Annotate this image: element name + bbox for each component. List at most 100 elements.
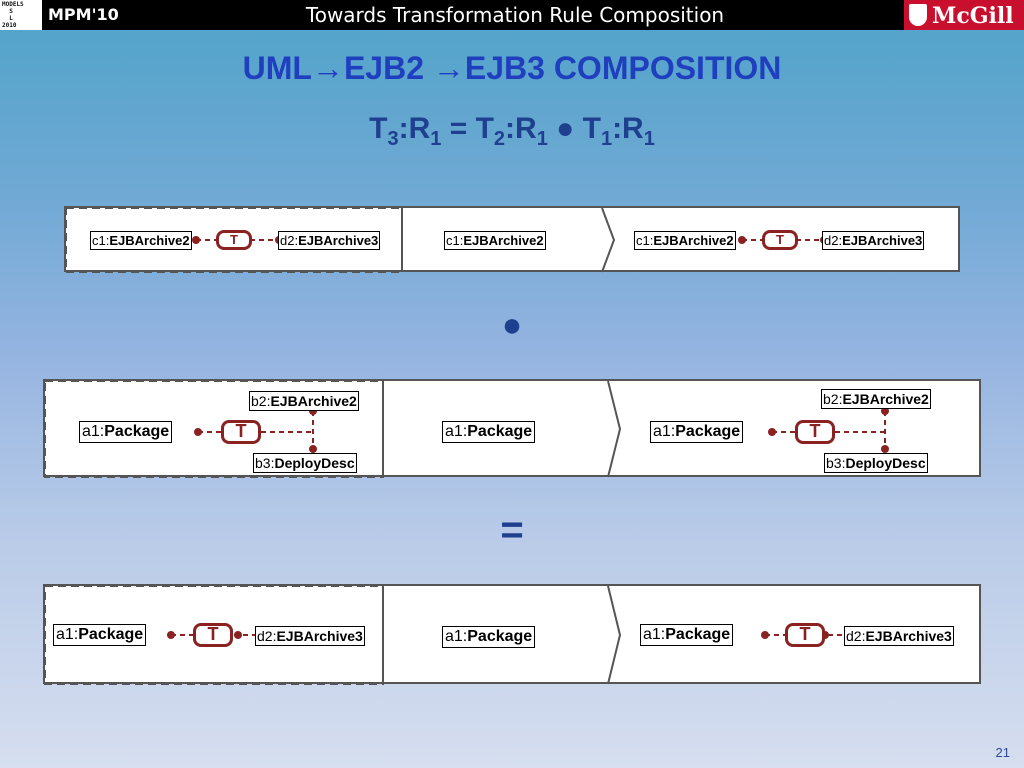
slide-title: UML→EJB2 →EJB3 COMPOSITION — [0, 50, 1024, 87]
formula-t2-sub: 2 — [493, 128, 506, 150]
node-type: EJBArchive3 — [298, 233, 379, 248]
formula-t3-sub: 3 — [387, 128, 399, 150]
rule-t3-rhs-arrow — [607, 585, 622, 685]
talk-topic: Towards Transformation Rule Composition — [305, 3, 725, 27]
rule-t3-rhs-link-end-a — [761, 631, 769, 639]
rule-t3-rhs-trace: T — [785, 623, 825, 647]
node-type: Package — [675, 423, 741, 440]
title-arrow2: → — [432, 50, 465, 86]
title-part3: EJB3 COMPOSITION — [464, 50, 782, 86]
rule-t1-lhs-node: a1:Package — [442, 421, 536, 443]
node-name: d2: — [824, 233, 843, 248]
mcgill-logo: McGill — [904, 0, 1024, 30]
header-bar: MODELS S L 2010 MPM'10 Towards Transform… — [0, 0, 1024, 30]
node-name: c1: — [446, 233, 464, 248]
rule-t2: c1:EJBArchive2 T d2:EJBArchive3 c1:EJBAr… — [64, 206, 960, 273]
composition-formula: T3:R1 = T2:R1 ● T1:R1 — [0, 112, 1024, 151]
rule-t3-rhs-right-node: d2:EJBArchive3 — [844, 626, 954, 646]
formula-r-c-sub: 1 — [643, 128, 655, 150]
node-type: EJBArchive2 — [270, 393, 357, 409]
node-name: b2: — [823, 391, 843, 407]
node-type: Package — [104, 423, 170, 440]
rule-t2-rhs-arrow — [601, 207, 616, 273]
node-type: EJBArchive3 — [865, 628, 952, 644]
node-type: Package — [665, 626, 731, 643]
rule-t3-nac-left-node: a1:Package — [53, 624, 147, 646]
formula-equals: = — [441, 112, 476, 145]
rule-t2-rhs-right-node: d2:EJBArchive3 — [822, 231, 925, 250]
node-type: EJBArchive2 — [653, 233, 734, 248]
rule-t1-nac-left-node: a1:Package — [79, 421, 173, 443]
node-name: c1: — [636, 233, 654, 248]
rule-t1-rhs-arrow — [607, 380, 622, 478]
node-name: d2: — [257, 628, 277, 644]
rule-t1-nac-top-node: b2:EJBArchive2 — [249, 391, 359, 411]
rule-t3-nac-trace: T — [193, 623, 233, 647]
rule-t2-nac-trace: T — [216, 230, 252, 250]
models-logo: MODELS S L 2010 — [0, 0, 42, 30]
node-name: d2: — [280, 233, 299, 248]
shield-icon — [909, 4, 927, 26]
formula-t2: T — [475, 112, 494, 145]
node-name: a1: — [445, 423, 468, 440]
rule-t3-lhs-node: a1:Package — [442, 626, 536, 648]
compose-operator: ● — [501, 306, 523, 344]
node-name: c1: — [92, 233, 110, 248]
rule-t3-frame — [44, 585, 845, 685]
formula-t1-sub: 1 — [600, 128, 613, 150]
rule-t1-rhs-end-bottom — [881, 445, 889, 453]
rule-t2-rhs-left-node: c1:EJBArchive2 — [634, 231, 736, 250]
node-name: b3: — [826, 455, 846, 471]
formula-t3: T — [369, 112, 388, 145]
conference-label: MPM'10 — [48, 5, 119, 24]
formula-t1: T — [582, 112, 601, 145]
rule-t3-rhs-left-node: a1:Package — [640, 624, 734, 646]
rule-t1-nac-region — [44, 380, 384, 478]
rule-t1-rhs-left-node: a1:Package — [650, 421, 744, 443]
rule-t3-nac-region — [44, 585, 384, 685]
node-name: b2: — [251, 393, 271, 409]
formula-r-b: :R — [505, 112, 537, 145]
rule-t2-nac-right-node: d2:EJBArchive3 — [278, 231, 381, 250]
node-type: DeployDesc — [845, 455, 926, 471]
rule-t1-rhs-trace: T — [795, 420, 835, 444]
rule-t1-nac-end-bottom — [309, 445, 317, 453]
rule-t1-rhs-end-pkg — [768, 428, 776, 436]
node-name: a1: — [643, 626, 666, 643]
rule-t2-lhs-node: c1:EJBArchive2 — [444, 231, 546, 250]
formula-r-b-sub: 1 — [536, 128, 548, 150]
node-type: EJBArchive2 — [842, 391, 929, 407]
equals-operator: = — [500, 508, 524, 552]
node-type: Package — [467, 628, 533, 645]
node-name: a1: — [653, 423, 676, 440]
title-arrow1: → — [311, 50, 344, 86]
node-type: EJBArchive2 — [463, 233, 544, 248]
node-name: b3: — [255, 455, 275, 471]
formula-dot: ● — [547, 112, 583, 145]
node-type: EJBArchive3 — [842, 233, 923, 248]
node-type: DeployDesc — [274, 455, 355, 471]
node-type: EJBArchive2 — [109, 233, 190, 248]
title-part2: EJB2 — [343, 50, 433, 86]
rule-t1: b2:EJBArchive2 a1:Package T b3:DeployDes… — [43, 379, 981, 478]
rule-t1-nac-trace: T — [221, 420, 261, 444]
node-name: a1: — [56, 626, 79, 643]
node-type: Package — [467, 423, 533, 440]
rule-t1-nac-bottom-node: b3:DeployDesc — [253, 453, 357, 473]
rule-t3-nac-right-node: d2:EJBArchive3 — [255, 626, 365, 646]
rule-t1-rhs-top-node: b2:EJBArchive2 — [821, 389, 931, 409]
rule-t2-nac-link-end-a — [192, 236, 200, 244]
rule-t3-nac-link-end-a — [167, 631, 175, 639]
rule-t2-rhs-trace: T — [762, 230, 798, 250]
formula-r-c: :R — [612, 112, 644, 145]
node-type: EJBArchive3 — [276, 628, 363, 644]
rule-t3: a1:Package T d2:EJBArchive3 a1:Package a… — [43, 584, 981, 685]
models-logo-text: MODELS S L 2010 — [2, 1, 24, 29]
node-name: a1: — [82, 423, 105, 440]
rule-t3-nac-link-end-b — [234, 631, 242, 639]
rule-t1-nac-end-pkg — [194, 428, 202, 436]
rule-t1-rhs-bottom-node: b3:DeployDesc — [824, 453, 928, 473]
formula-r-a: :R — [398, 112, 431, 145]
rule-t1-rhs-end-top — [881, 407, 889, 415]
formula-r-a-sub: 1 — [430, 128, 442, 150]
